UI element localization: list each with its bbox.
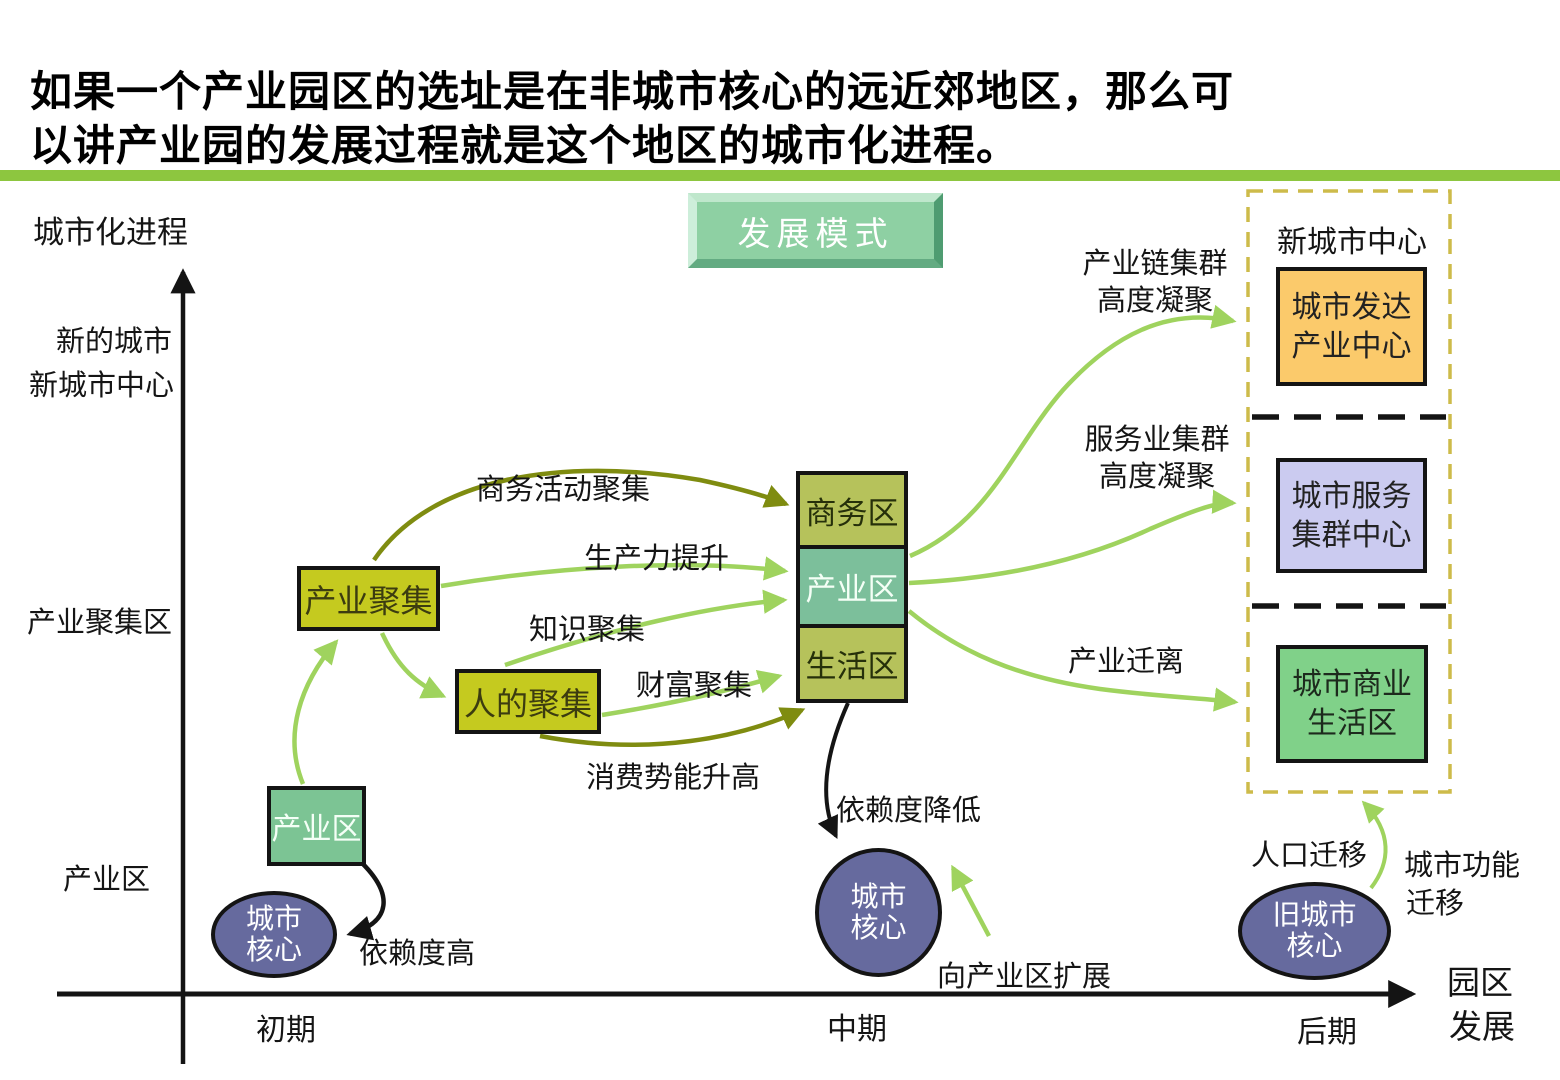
development-model-badge: 发展模式 <box>688 193 943 268</box>
label-service-cluster: 服务业集群 高度凝聚 <box>1082 422 1232 496</box>
arrow-consumption <box>539 707 806 748</box>
label-business-activity: 商务活动聚集 <box>476 474 651 506</box>
y-tick-new-city-center: 新城市中心 <box>29 370 175 402</box>
living-district-box: 生活区 <box>796 624 908 703</box>
label-chain-cluster: 产业链集群 高度凝聚 <box>1080 246 1230 320</box>
label-function-move-line2: 迁移 <box>1406 888 1465 920</box>
living-district-label: 生活区 <box>805 649 899 684</box>
arrow-to-commercial-living <box>907 609 1239 712</box>
x-tick-late: 后期 <box>1297 1016 1357 1049</box>
business-district-label: 商务区 <box>805 495 899 531</box>
label-service-cluster-line2: 高度凝聚 <box>1098 461 1215 493</box>
early-industrial-district-label: 产业区 <box>271 813 362 846</box>
arrow-business-activity <box>372 468 790 562</box>
developed-center-line1: 城市发达 <box>1291 290 1412 324</box>
right-panel-title: 新城市中心 <box>1277 226 1427 259</box>
industrial-district-label: 产业区 <box>805 572 899 607</box>
arrow-to-service-center <box>908 489 1237 586</box>
x-axis-title-line2: 发展 <box>1449 1010 1515 1046</box>
service-center-line1: 城市服务 <box>1291 479 1412 513</box>
title-underline <box>0 170 1560 181</box>
label-expand: 向产业区扩展 <box>937 961 1112 993</box>
industrial-district-box: 产业区 <box>796 545 908 628</box>
arrow-cluster-to-people <box>379 632 447 699</box>
label-chain-cluster-line2: 高度凝聚 <box>1096 285 1213 317</box>
commercial-living-box: 城市商业 生活区 <box>1276 645 1428 763</box>
developed-center-line2: 产业中心 <box>1291 329 1412 363</box>
arrow-wealth <box>601 669 783 718</box>
label-productivity: 生产力提升 <box>584 543 730 575</box>
y-tick-industry-cluster-zone: 产业聚集区 <box>27 607 173 639</box>
label-function-move-line1: 城市功能 <box>1404 850 1521 882</box>
arrow-dependency-high <box>346 861 386 941</box>
service-center-line2: 集群中心 <box>1291 518 1412 552</box>
industry-cluster-label: 产业聚集 <box>304 582 433 619</box>
early-industrial-district-box: 产业区 <box>267 786 366 866</box>
arrow-function-move <box>1361 800 1388 890</box>
city-core-mid-line1: 城市 <box>850 881 907 913</box>
slide-title-line1: 如果一个产业园区的选址是在非城市核心的远近郊地区，那么可 <box>30 68 1235 115</box>
label-knowledge: 知识聚集 <box>529 614 646 646</box>
arrow-to-developed-center <box>909 304 1237 559</box>
people-cluster-box: 人的聚集 <box>455 669 601 734</box>
y-tick-new-city: 新的城市 <box>56 326 173 358</box>
city-core-mid-ellipse: 城市 核心 <box>815 848 942 977</box>
arrow-early-to-cluster <box>292 639 339 785</box>
arrow-living-to-core <box>817 702 850 840</box>
slide-title-line2: 以讲产业园的发展过程就是这个地区的城市化进程。 <box>30 122 1020 169</box>
city-core-mid-line2: 核心 <box>850 912 907 944</box>
x-tick-mid: 中期 <box>827 1013 887 1046</box>
developed-center-box: 城市发达 产业中心 <box>1276 267 1427 386</box>
label-consumption: 消费势能升高 <box>586 762 761 794</box>
label-service-cluster-line1: 服务业集群 <box>1084 424 1230 456</box>
service-center-box: 城市服务 集群中心 <box>1276 458 1427 573</box>
city-core-early-line1: 城市 <box>245 903 302 935</box>
commercial-living-line2: 生活区 <box>1307 707 1397 740</box>
label-industry-move: 产业迁离 <box>1068 646 1185 678</box>
old-city-core-line2: 核心 <box>1286 931 1343 962</box>
label-dependency-low: 依赖度降低 <box>836 795 982 827</box>
new-city-center-dashed-panel <box>1246 189 1452 794</box>
arrow-knowledge <box>504 589 788 668</box>
label-dependency-high: 依赖度高 <box>359 938 476 970</box>
old-city-core-ellipse: 旧城市 核心 <box>1238 882 1391 980</box>
arrow-expand-to-industrial <box>951 864 991 938</box>
label-wealth: 财富聚集 <box>636 670 753 702</box>
city-core-early-ellipse: 城市 核心 <box>211 891 337 978</box>
industry-cluster-box: 产业聚集 <box>297 566 440 631</box>
x-tick-early: 初期 <box>256 1014 316 1047</box>
label-chain-cluster-line1: 产业链集群 <box>1082 248 1228 280</box>
y-tick-industrial-zone: 产业区 <box>63 864 151 896</box>
badge-label: 发展模式 <box>737 216 894 253</box>
commercial-living-line1: 城市商业 <box>1292 668 1412 701</box>
arrow-productivity <box>440 556 789 589</box>
x-axis-title-line1: 园区 <box>1447 966 1513 1002</box>
old-city-core-line1: 旧城市 <box>1272 900 1357 931</box>
y-axis-title: 城市化进程 <box>33 215 188 250</box>
city-core-early-line2: 核心 <box>245 934 302 966</box>
people-cluster-label: 人的聚集 <box>463 685 592 722</box>
label-population-move: 人口迁移 <box>1251 840 1368 872</box>
business-district-box: 商务区 <box>796 471 908 549</box>
